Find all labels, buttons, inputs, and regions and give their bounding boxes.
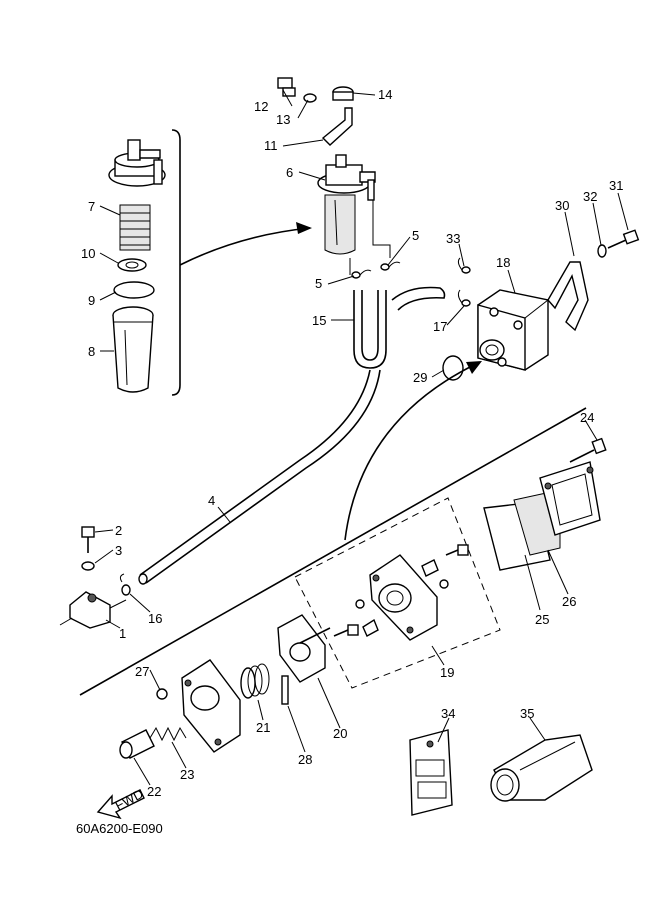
washer-part [81, 561, 95, 571]
fuel-hose-part [139, 369, 371, 576]
clip-part [457, 257, 471, 307]
callout-33: 33 [446, 231, 460, 246]
callout-24: 24 [580, 410, 594, 425]
callout-labels: 1 2 3 4 5 5 6 7 8 9 10 11 12 13 14 15 16… [81, 87, 623, 799]
bolt-part [607, 229, 640, 249]
callout-31: 31 [609, 178, 623, 193]
callout-21: 21 [256, 720, 270, 735]
screw-part [333, 544, 469, 637]
callout-1: 1 [119, 626, 126, 641]
bolt-part [277, 77, 296, 97]
callout-27: 27 [135, 664, 149, 679]
diaphragm-plate-part [277, 614, 331, 683]
screw-part [569, 437, 607, 463]
callout-10: 10 [81, 246, 95, 261]
nut-part [117, 258, 147, 272]
plunger-part [119, 729, 155, 759]
callout-6: 6 [286, 165, 293, 180]
hose-part [353, 290, 387, 369]
check-valve-part [355, 559, 449, 637]
callout-3: 3 [115, 543, 122, 558]
filter-hose-link [372, 200, 391, 258]
callout-16: 16 [148, 611, 162, 626]
callout-29: 29 [413, 370, 427, 385]
caution-label-part [409, 729, 453, 816]
pump-body-part [369, 554, 438, 641]
callout-11: 11 [264, 138, 278, 153]
callout-8: 8 [88, 344, 95, 359]
callout-13: 13 [276, 112, 290, 127]
nut-part [156, 688, 168, 700]
callout-2: 2 [115, 523, 122, 538]
callout-14: 14 [378, 87, 392, 102]
collar-part [332, 86, 354, 101]
assembly-arrow [344, 362, 479, 541]
forward-arrow: FWD [96, 786, 146, 820]
pin-part [281, 675, 289, 705]
o-ring-part [113, 281, 155, 299]
bracket-part [321, 107, 353, 146]
filter-cap-part [108, 139, 166, 187]
kit-outline [294, 497, 501, 689]
filter-element-part [119, 204, 151, 251]
callout-5a: 5 [412, 228, 419, 243]
diagram-code: 60A6200-E090 [76, 821, 163, 836]
callout-26: 26 [562, 594, 576, 609]
washer-part [597, 244, 607, 258]
fuel-pump-part [477, 289, 549, 371]
callout-28: 28 [298, 752, 312, 767]
inset-bracket [171, 129, 181, 396]
spring-part [240, 663, 270, 699]
callout-18: 18 [496, 255, 510, 270]
callout-32: 32 [583, 189, 597, 204]
hose-clip-part [351, 261, 401, 279]
callout-4: 4 [208, 493, 215, 508]
fuel-joint-part [59, 591, 127, 629]
callout-25: 25 [535, 612, 549, 627]
spring-part [149, 726, 187, 742]
inset-arrowhead [296, 222, 312, 234]
callout-22: 22 [147, 784, 161, 799]
fwd-label: FWD [112, 786, 145, 813]
leader-lines [94, 89, 629, 786]
fuel-filter-part [317, 154, 376, 255]
callout-35: 35 [520, 706, 534, 721]
inset-arrow [179, 227, 311, 266]
callout-20: 20 [333, 726, 347, 741]
callout-34: 34 [441, 706, 455, 721]
section-divider [79, 407, 587, 696]
mount-bracket-part [547, 261, 589, 332]
callout-23: 23 [180, 767, 194, 782]
pump-cover-part [539, 461, 601, 536]
washer-part [303, 93, 317, 103]
filter-bowl-part [112, 306, 154, 393]
protective-cover-part [490, 734, 593, 802]
callout-15: 15 [312, 313, 326, 328]
clip-part [119, 573, 131, 596]
screw-part [81, 526, 95, 553]
callout-17: 17 [433, 319, 447, 334]
pump-housing-part [181, 659, 241, 753]
callout-9: 9 [88, 293, 95, 308]
callout-30: 30 [555, 198, 569, 213]
callout-12: 12 [254, 99, 268, 114]
callout-7: 7 [88, 199, 95, 214]
callout-5b: 5 [315, 276, 322, 291]
callout-19: 19 [440, 665, 454, 680]
